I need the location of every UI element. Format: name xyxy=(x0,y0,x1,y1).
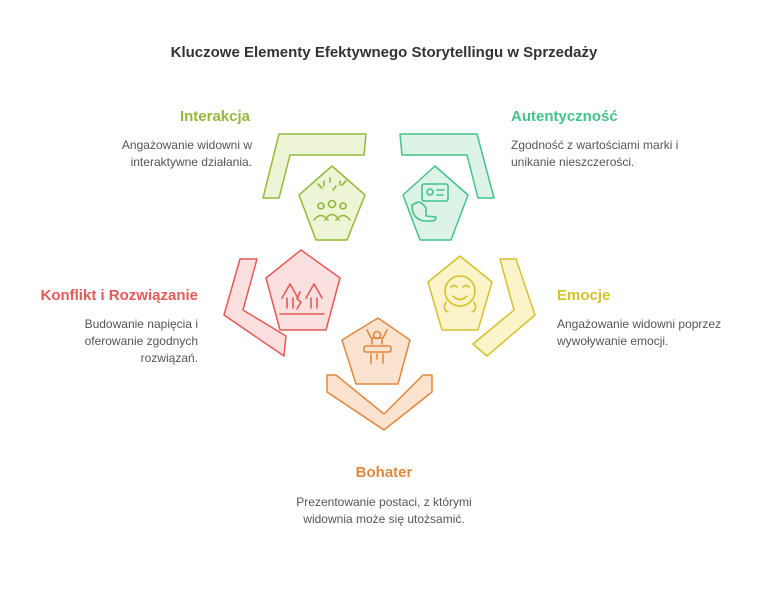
description-konflikt: Budowanie napięcia i oferowanie zgodnych… xyxy=(84,317,198,365)
outer-band-konflikt xyxy=(223,258,287,357)
segment-konflikt[interactable] xyxy=(223,249,341,357)
heading-konflikt: Konflikt i Rozwiązanie xyxy=(40,287,198,304)
hand-holding-card-icon xyxy=(411,183,449,222)
heading-interakcja: Interakcja xyxy=(179,108,250,125)
segment-autentycznosc[interactable] xyxy=(399,133,495,241)
description-interakcja: Angażowanie widowni w interaktywne dział… xyxy=(121,138,252,169)
outer-band-bohater xyxy=(326,374,433,431)
outer-band-emocje xyxy=(472,258,536,357)
segment-interakcja[interactable] xyxy=(262,133,367,241)
pentagon-konflikt xyxy=(265,249,341,331)
split-mountains-icon xyxy=(279,283,325,315)
description-emocje: Angażowanie widowni poprzez wywoływanie … xyxy=(557,317,722,348)
heading-bohater: Bohater xyxy=(355,464,413,481)
description-bohater: Prezentowanie postaci, z którymi widowni… xyxy=(296,495,472,526)
segment-emocje[interactable] xyxy=(427,255,536,357)
happy-face-icon xyxy=(443,275,477,313)
segment-bohater[interactable] xyxy=(326,317,433,431)
pentagon-autentycznosc xyxy=(402,165,469,241)
heading-emocje: Emocje xyxy=(557,287,611,304)
outer-band-autentycznosc xyxy=(399,133,495,199)
hero-person-icon xyxy=(363,329,392,364)
description-autentycznosc: Zgodność z wartościami marki i unikanie … xyxy=(511,138,679,169)
heading-autentycznosc: Autentyczność xyxy=(511,108,618,125)
fireworks-people-icon xyxy=(313,177,351,221)
diagram-title: Kluczowe Elementy Efektywnego Storytelli… xyxy=(170,44,598,61)
pentagon-bohater xyxy=(341,317,411,385)
pentagon-emocje xyxy=(427,255,493,331)
pentagon-interakcja xyxy=(298,165,366,241)
outer-band-interakcja xyxy=(262,133,367,199)
